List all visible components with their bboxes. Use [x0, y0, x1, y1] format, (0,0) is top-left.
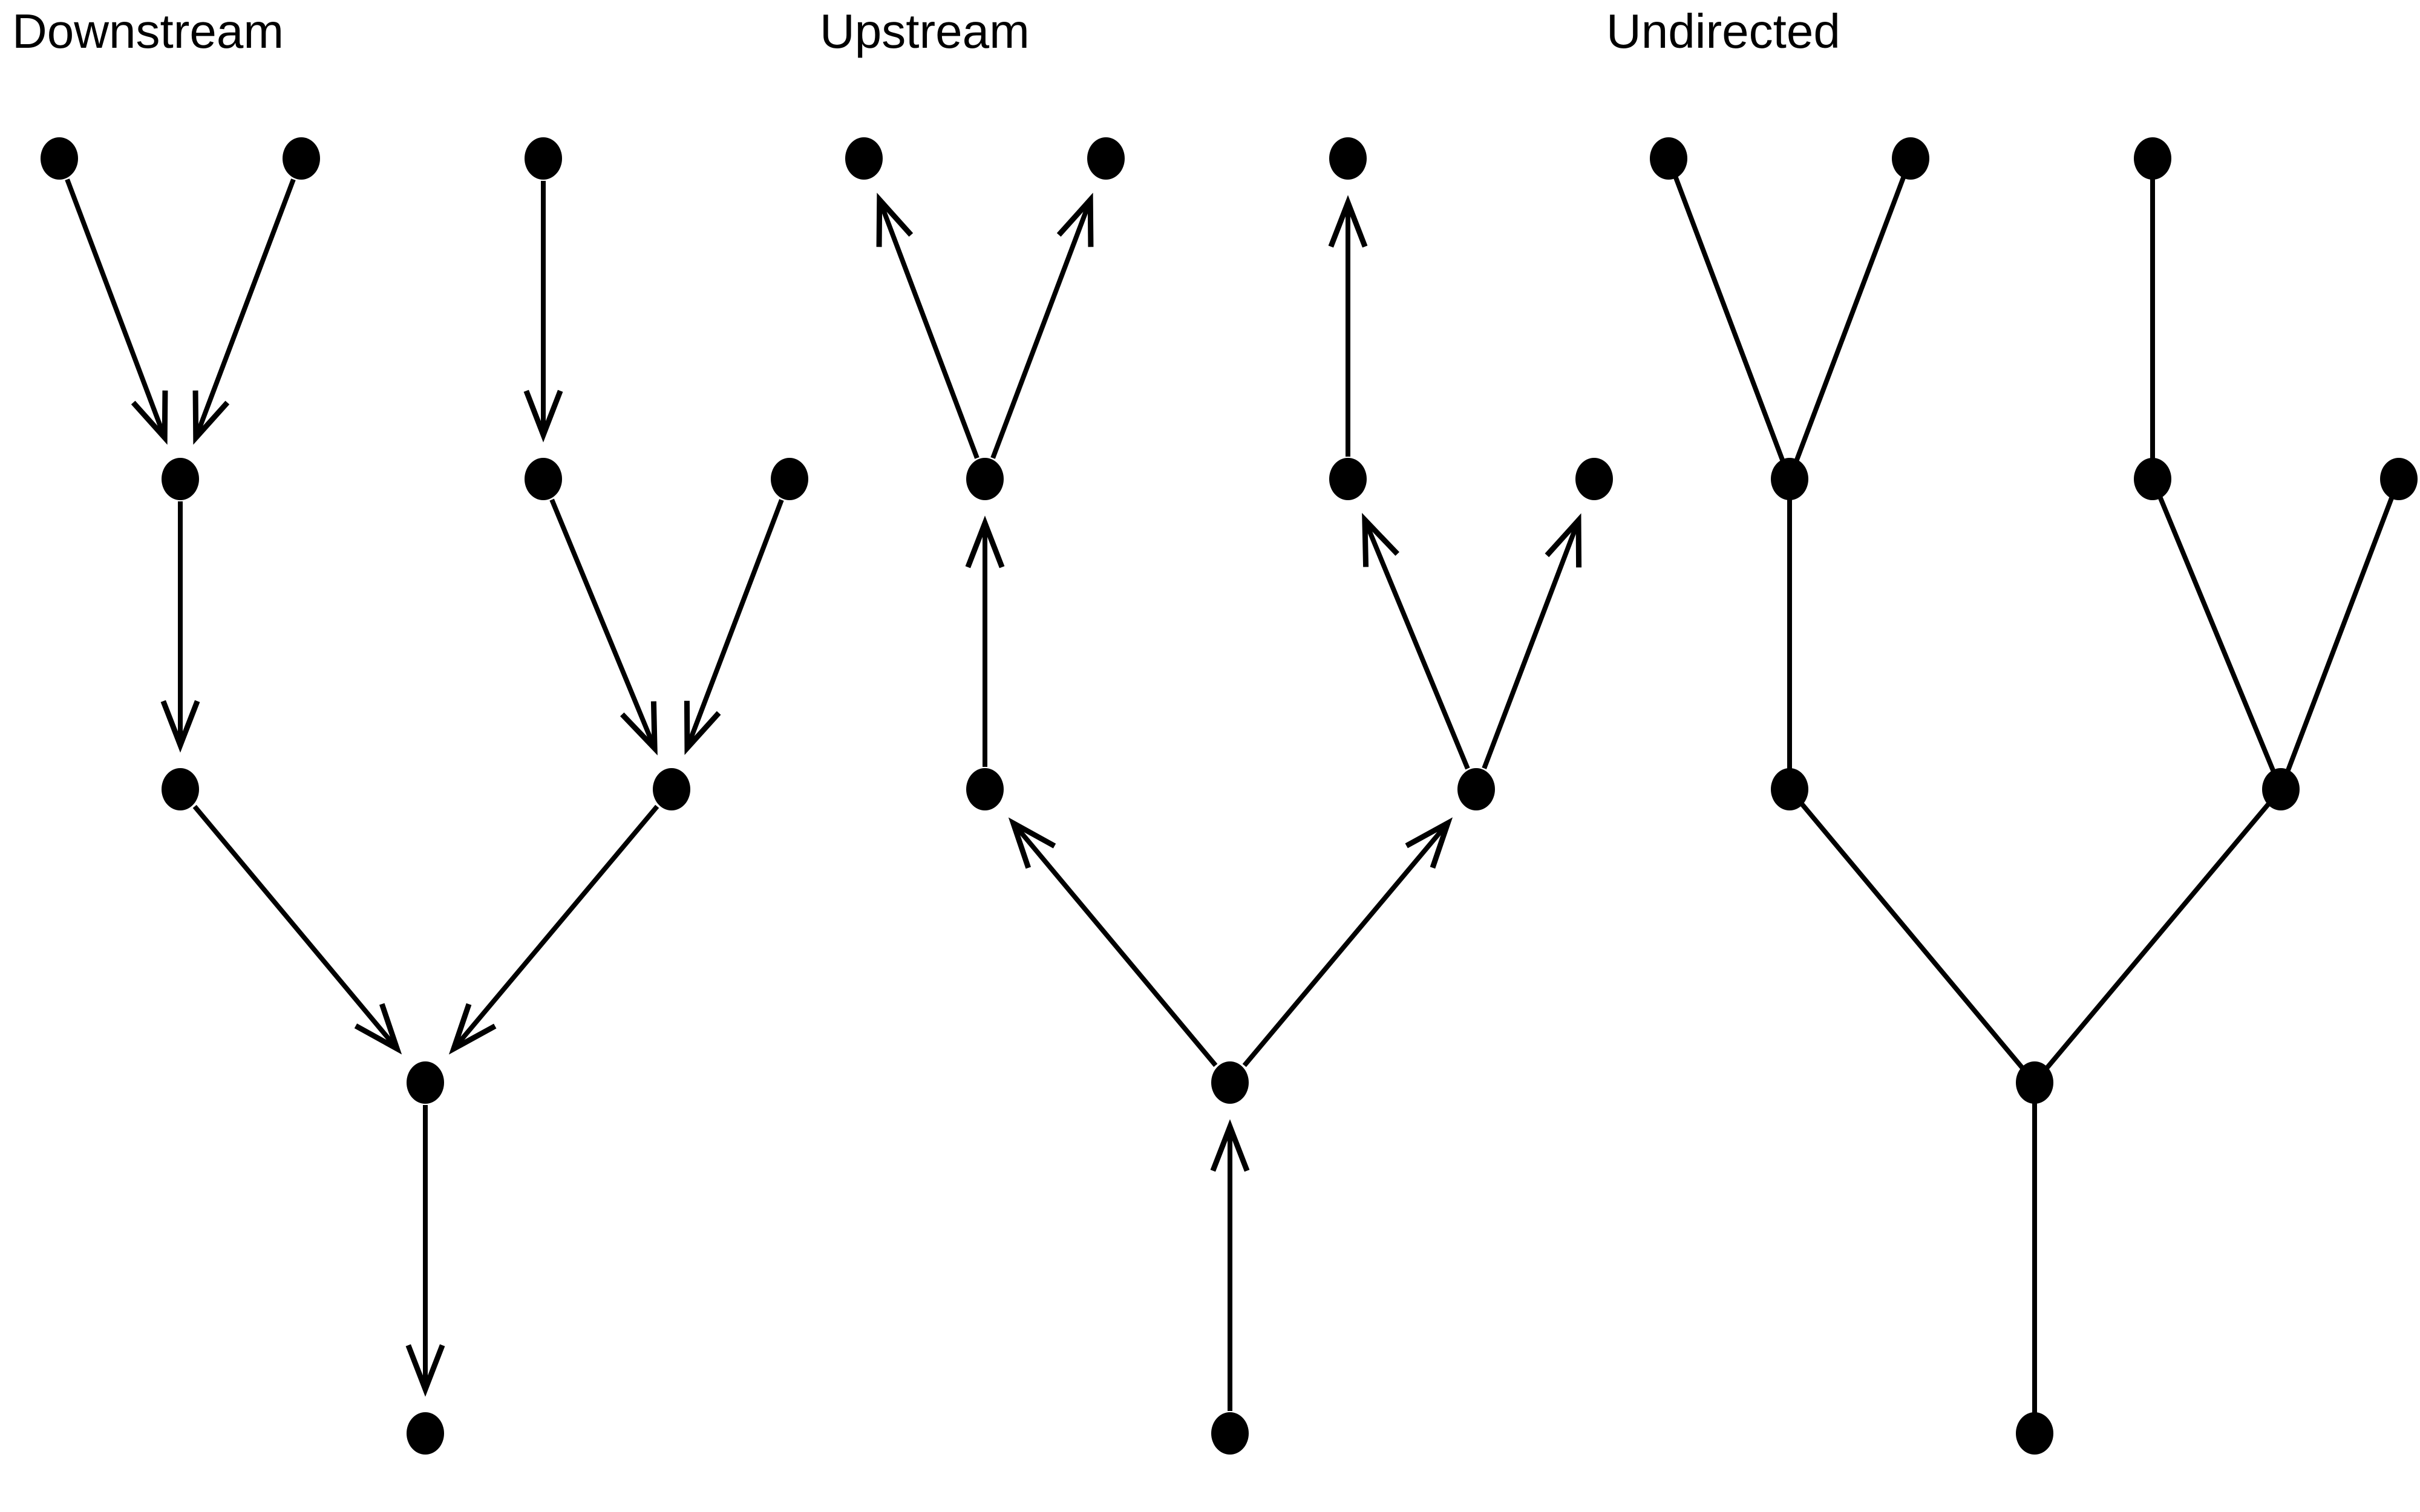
- graph-arrowhead: [684, 700, 721, 755]
- graph-panel-downstream: [41, 137, 808, 1455]
- panel-label-downstream: Downstream: [12, 4, 284, 58]
- graph-node[interactable]: [1457, 768, 1495, 810]
- graph-arrowhead: [1056, 192, 1094, 247]
- graph-panel-undirected: [1650, 137, 2418, 1455]
- graph-node[interactable]: [1575, 458, 1613, 500]
- graph-arrowhead: [523, 389, 563, 443]
- graph-edge: [65, 178, 167, 439]
- graph-node[interactable]: [2134, 458, 2171, 500]
- graph-arrowhead: [1008, 817, 1056, 869]
- graph-node[interactable]: [966, 458, 1004, 500]
- graph-node[interactable]: [162, 458, 199, 500]
- graph-node[interactable]: [1771, 458, 1808, 500]
- graph-arrowhead: [620, 701, 658, 756]
- graph-node[interactable]: [407, 1061, 444, 1104]
- graph-node[interactable]: [1211, 1412, 1249, 1455]
- graph-node[interactable]: [407, 1412, 444, 1455]
- graph-node[interactable]: [1650, 137, 1687, 180]
- graph-node[interactable]: [771, 458, 808, 500]
- graph-arrowhead: [192, 390, 230, 445]
- graph-node[interactable]: [2016, 1412, 2053, 1455]
- graph-node[interactable]: [2134, 137, 2171, 180]
- graph-edge: [2044, 801, 2272, 1071]
- graph-arrowhead: [405, 1344, 445, 1397]
- graph-node[interactable]: [1892, 137, 1929, 180]
- graph-node[interactable]: [2262, 768, 2300, 810]
- graph-node[interactable]: [2380, 458, 2418, 500]
- graph-arrowhead: [965, 515, 1005, 569]
- graph-node[interactable]: [2016, 1061, 2053, 1104]
- graph-arrowhead: [1210, 1119, 1250, 1172]
- graph-edge: [877, 198, 979, 459]
- graph-node[interactable]: [525, 137, 562, 180]
- graph-arrowhead: [876, 192, 914, 247]
- graph-edge: [1799, 801, 2026, 1071]
- graph-arrowhead: [1405, 817, 1453, 869]
- panel-label-undirected: Undirected: [1606, 4, 1840, 58]
- graph-edge: [1242, 821, 1450, 1067]
- graph-node[interactable]: [41, 137, 78, 180]
- graph-node[interactable]: [1211, 1061, 1249, 1104]
- graph-node[interactable]: [1087, 137, 1125, 180]
- graph-edge: [549, 498, 657, 750]
- graph-arrowhead: [1362, 512, 1399, 567]
- graph-node[interactable]: [162, 768, 199, 810]
- graph-edge: [990, 198, 1093, 459]
- graph-edge: [451, 804, 659, 1051]
- graph-arrowhead: [354, 1003, 402, 1055]
- panel-label-upstream: Upstream: [820, 4, 1030, 58]
- graph-node[interactable]: [525, 458, 562, 500]
- graph-edge: [1793, 174, 1907, 464]
- graph-panel-upstream: [845, 137, 1613, 1455]
- graph-edge: [194, 178, 296, 439]
- graph-edge: [1011, 821, 1218, 1067]
- graph-edge: [2284, 494, 2395, 774]
- graph-arrowhead: [1328, 195, 1368, 248]
- graph-node[interactable]: [283, 137, 320, 180]
- graph-node[interactable]: [1771, 768, 1808, 810]
- graph-node[interactable]: [845, 137, 883, 180]
- graph-node[interactable]: [1329, 137, 1367, 180]
- graph-node[interactable]: [653, 768, 690, 810]
- graph-edge: [192, 804, 399, 1051]
- graph-node[interactable]: [966, 768, 1004, 810]
- graph-arrowhead: [131, 390, 168, 445]
- graph-arrowhead: [448, 1003, 497, 1055]
- graph-edge: [1362, 518, 1470, 770]
- graph-arrowhead: [160, 700, 200, 753]
- graph-edge: [1672, 174, 1786, 464]
- graph-edge: [1482, 519, 1581, 769]
- graph-arrowhead: [1545, 513, 1582, 568]
- graph-node[interactable]: [1329, 458, 1367, 500]
- graph-edge: [685, 499, 784, 749]
- graph-edge: [2157, 494, 2277, 774]
